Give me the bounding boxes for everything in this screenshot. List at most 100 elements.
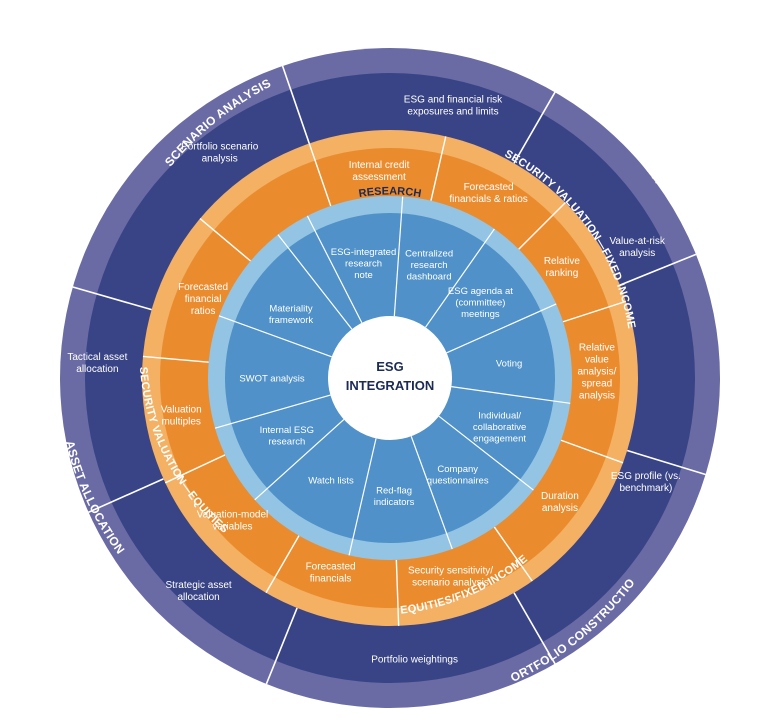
- blue-item-line: indicators: [374, 497, 415, 508]
- divider-line: [308, 143, 332, 207]
- outer-item-line: benchmark): [619, 483, 672, 494]
- orange-dividers: [142, 136, 627, 626]
- orange-item-line: assessment: [352, 172, 406, 183]
- divider-line: [277, 234, 353, 330]
- divider-line: [626, 449, 706, 476]
- blue-item-line: engagement: [473, 434, 526, 445]
- blue-item-line: SWOT analysis: [239, 373, 305, 384]
- divider-line: [560, 439, 624, 464]
- orange-item-line: Duration: [541, 491, 579, 502]
- outer-item-line: Strategic asset: [166, 580, 232, 591]
- outer-item-4: Portfolio weightings: [371, 654, 458, 665]
- outer-item-line: analysis: [619, 248, 655, 259]
- divider-line: [513, 91, 556, 164]
- orange-item-line: analysis: [579, 390, 615, 401]
- divider-line: [164, 454, 226, 484]
- blue-item-line: note: [354, 270, 373, 281]
- outer-item-line: ESG and financial risk: [404, 95, 503, 106]
- blue-item-line: ESG agenda at: [448, 286, 513, 297]
- outer-item-line: allocation: [177, 592, 219, 603]
- blue-item-line: dashboard: [407, 271, 452, 282]
- divider-line: [451, 386, 571, 404]
- orange-item-line: Relative: [544, 256, 581, 267]
- divider-line: [493, 526, 533, 582]
- divider-line: [393, 196, 404, 317]
- orange-item-line: multiples: [161, 416, 200, 427]
- blue-item-line: Company: [437, 464, 478, 475]
- divider-line: [562, 300, 627, 323]
- divider-line: [254, 419, 345, 501]
- divider-line: [348, 438, 377, 556]
- blue-item-3: Voting: [496, 359, 522, 370]
- divider-line: [619, 253, 697, 286]
- divider-line: [446, 303, 557, 354]
- blue-item-9: SWOT analysis: [239, 373, 305, 384]
- orange-item-line: ratios: [191, 306, 215, 317]
- outer-dividers: [72, 65, 706, 685]
- blue-item-line: (committee): [455, 298, 505, 309]
- blue-item-line: Centralized: [405, 248, 453, 259]
- divider-line: [281, 65, 311, 144]
- outer-item-line: Portfolio scenario: [181, 142, 259, 153]
- blue-item-line: Materiality: [269, 303, 313, 314]
- blue-item-line: Voting: [496, 359, 522, 370]
- blue-item-line: Red-flag: [376, 486, 412, 497]
- divider-line: [513, 592, 556, 665]
- orange-item-line: Relative: [579, 342, 616, 353]
- orange-item-line: ranking: [545, 268, 578, 279]
- blue-item-line: questionnaires: [427, 476, 489, 487]
- outer-item-line: Portfolio weightings: [371, 654, 458, 665]
- divider-line: [199, 218, 252, 262]
- blue-item-2: ESG agenda at(committee)meetings: [448, 286, 513, 320]
- center-disc: [328, 316, 452, 440]
- outer-item-line: Tactical asset: [67, 352, 127, 363]
- blue-item-line: collaborative: [473, 422, 526, 433]
- blue-item-line: meetings: [461, 309, 500, 320]
- divider-line: [518, 202, 566, 250]
- outer-item-line: analysis: [202, 154, 238, 165]
- outer-item-line: ESG profile (vs.: [611, 471, 681, 482]
- blue-dividers: [214, 196, 571, 556]
- outer-item-line: exposures and limits: [407, 107, 498, 118]
- orange-item-line: variables: [212, 521, 252, 532]
- orange-item-5: Security sensitivity/scenario analysis: [408, 566, 493, 589]
- orange-item-line: Valuation-model: [197, 509, 269, 520]
- blue-item-line: framework: [269, 315, 314, 326]
- orange-item-line: value: [585, 354, 609, 365]
- orange-item-line: Forecasted: [178, 282, 228, 293]
- divider-line: [430, 136, 447, 201]
- orange-item-line: financials & ratios: [449, 194, 527, 205]
- divider-line: [72, 286, 152, 311]
- center-label-integration: INTEGRATION: [346, 378, 435, 393]
- orange-item-line: Internal credit: [349, 160, 410, 171]
- blue-item-line: research: [345, 258, 382, 269]
- divider-line: [395, 559, 400, 626]
- outer-item-line: Value-at-risk: [610, 236, 666, 247]
- orange-item-line: spread: [582, 378, 613, 389]
- orange-item-line: financial: [185, 294, 222, 305]
- blue-item-line: research: [268, 436, 305, 447]
- orange-item-line: Forecasted: [464, 182, 514, 193]
- blue-item-line: Watch lists: [308, 476, 354, 487]
- orange-item-line: financials: [310, 574, 352, 585]
